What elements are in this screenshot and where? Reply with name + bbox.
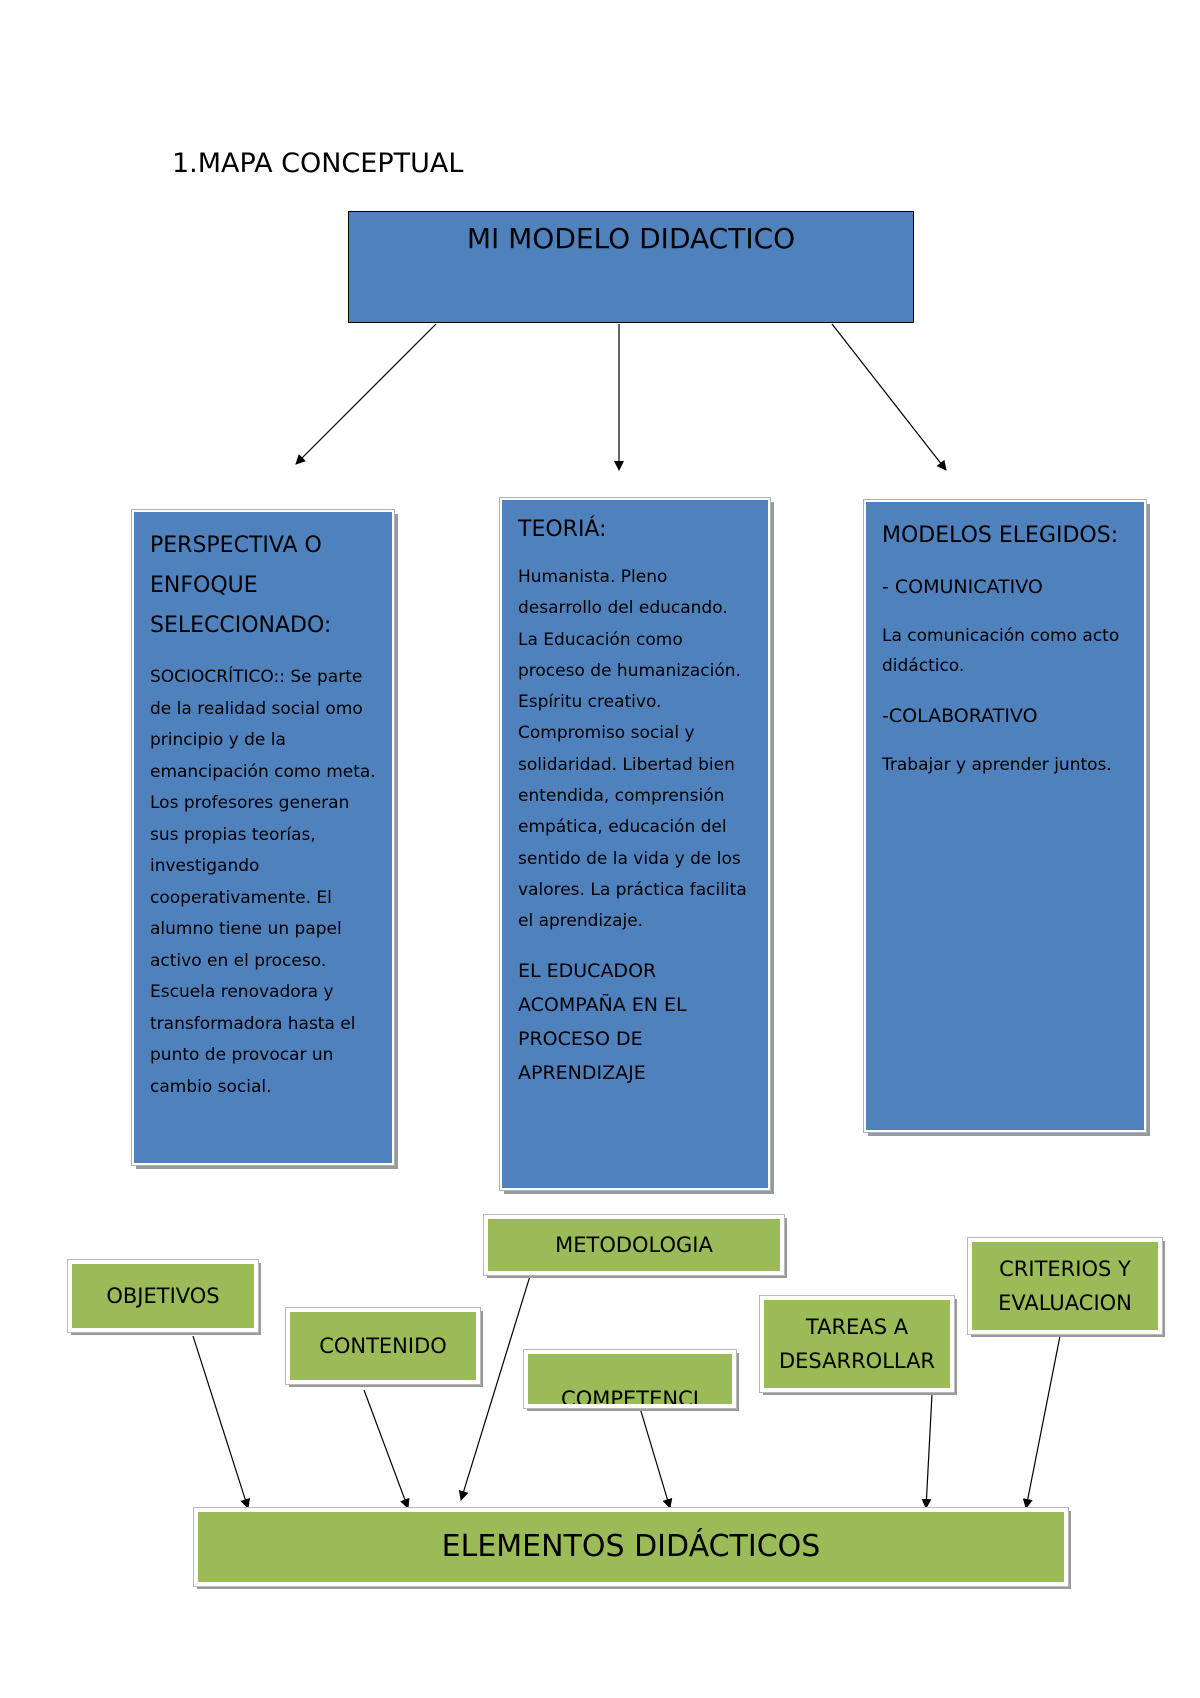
- arrow-objetivos-to-elementos: [192, 1335, 251, 1509]
- perspectiva-heading-line: ENFOQUE: [150, 573, 258, 598]
- node-objetivos: OBJETIVOS: [67, 1259, 259, 1333]
- perspectiva-body: SOCIOCRÍTICO:: Se parte de la realidad s…: [150, 667, 376, 1097]
- tareas-label-line: DESARROLLAR: [778, 1349, 936, 1373]
- arrow-metodologia-to-elementos: [458, 1275, 531, 1501]
- tareas-label-line: TAREAS A: [805, 1315, 909, 1339]
- node-competencia: COMPETENCI: [523, 1349, 737, 1409]
- arrow-contenido-to-elementos: [363, 1389, 410, 1509]
- arrow-root-to-modelos: [831, 323, 947, 471]
- metodologia-label: METODOLOGIA: [555, 1233, 713, 1257]
- node-metodologia: METODOLOGIA: [483, 1214, 785, 1276]
- node-contenido: CONTENIDO: [285, 1307, 481, 1385]
- arrow-criterios-to-elementos: [1022, 1335, 1061, 1509]
- competencia-label: COMPETENCI: [561, 1387, 699, 1408]
- teoria-heading: TEORIÁ:: [518, 517, 607, 542]
- contenido-label: CONTENIDO: [319, 1334, 447, 1358]
- elementos-label: ELEMENTOS DIDÁCTICOS: [441, 1529, 821, 1564]
- modelos-item-desc: Trabajar y aprender juntos.: [882, 755, 1112, 775]
- root-node-label: MI MODELO DIDACTICO: [466, 222, 796, 255]
- arrow-tareas-to-elementos: [921, 1393, 933, 1509]
- modelos-item-desc: La comunicación como acto didáctico.: [882, 626, 1120, 676]
- node-elementos-didacticos: ELEMENTOS DIDÁCTICOS: [193, 1507, 1069, 1587]
- arrow-competencia-to-elementos: [639, 1407, 673, 1509]
- tareas-label: TAREAS A DESARROLLAR: [764, 1300, 950, 1388]
- modelos-heading: MODELOS ELEGIDOS:: [882, 523, 1119, 548]
- node-modelos: MODELOS ELEGIDOS: - COMUNICATIVO La comu…: [863, 499, 1147, 1133]
- perspectiva-heading-line: SELECCIONADO:: [150, 613, 332, 638]
- criterios-label: CRITERIOS Y EVALUACION: [972, 1242, 1158, 1330]
- node-teoria: TEORIÁ: Humanista. Pleno desarrollo del …: [499, 497, 771, 1191]
- teoria-body: Humanista. Pleno desarrollo del educando…: [518, 567, 747, 932]
- criterios-label-line: EVALUACION: [998, 1291, 1132, 1315]
- modelos-item-title: - COMUNICATIVO: [882, 576, 1043, 598]
- node-perspectiva: PERSPECTIVA O ENFOQUE SELECCIONADO: SOCI…: [131, 509, 395, 1166]
- arrow-root-to-perspectiva: [295, 323, 437, 465]
- node-tareas: TAREAS A DESARROLLAR: [759, 1295, 955, 1393]
- modelos-item-title: -COLABORATIVO: [882, 705, 1038, 727]
- page-title: 1.MAPA CONCEPTUAL: [172, 148, 464, 179]
- node-criterios: CRITERIOS Y EVALUACION: [967, 1237, 1163, 1335]
- objetivos-label: OBJETIVOS: [106, 1284, 220, 1308]
- teoria-emphasis: EL EDUCADOR ACOMPAÑA EN EL PROCESO DE AP…: [518, 959, 687, 1084]
- root-node: MI MODELO DIDACTICO: [348, 211, 914, 323]
- perspectiva-heading-line: PERSPECTIVA O: [150, 533, 322, 558]
- criterios-label-line: CRITERIOS Y: [999, 1257, 1131, 1281]
